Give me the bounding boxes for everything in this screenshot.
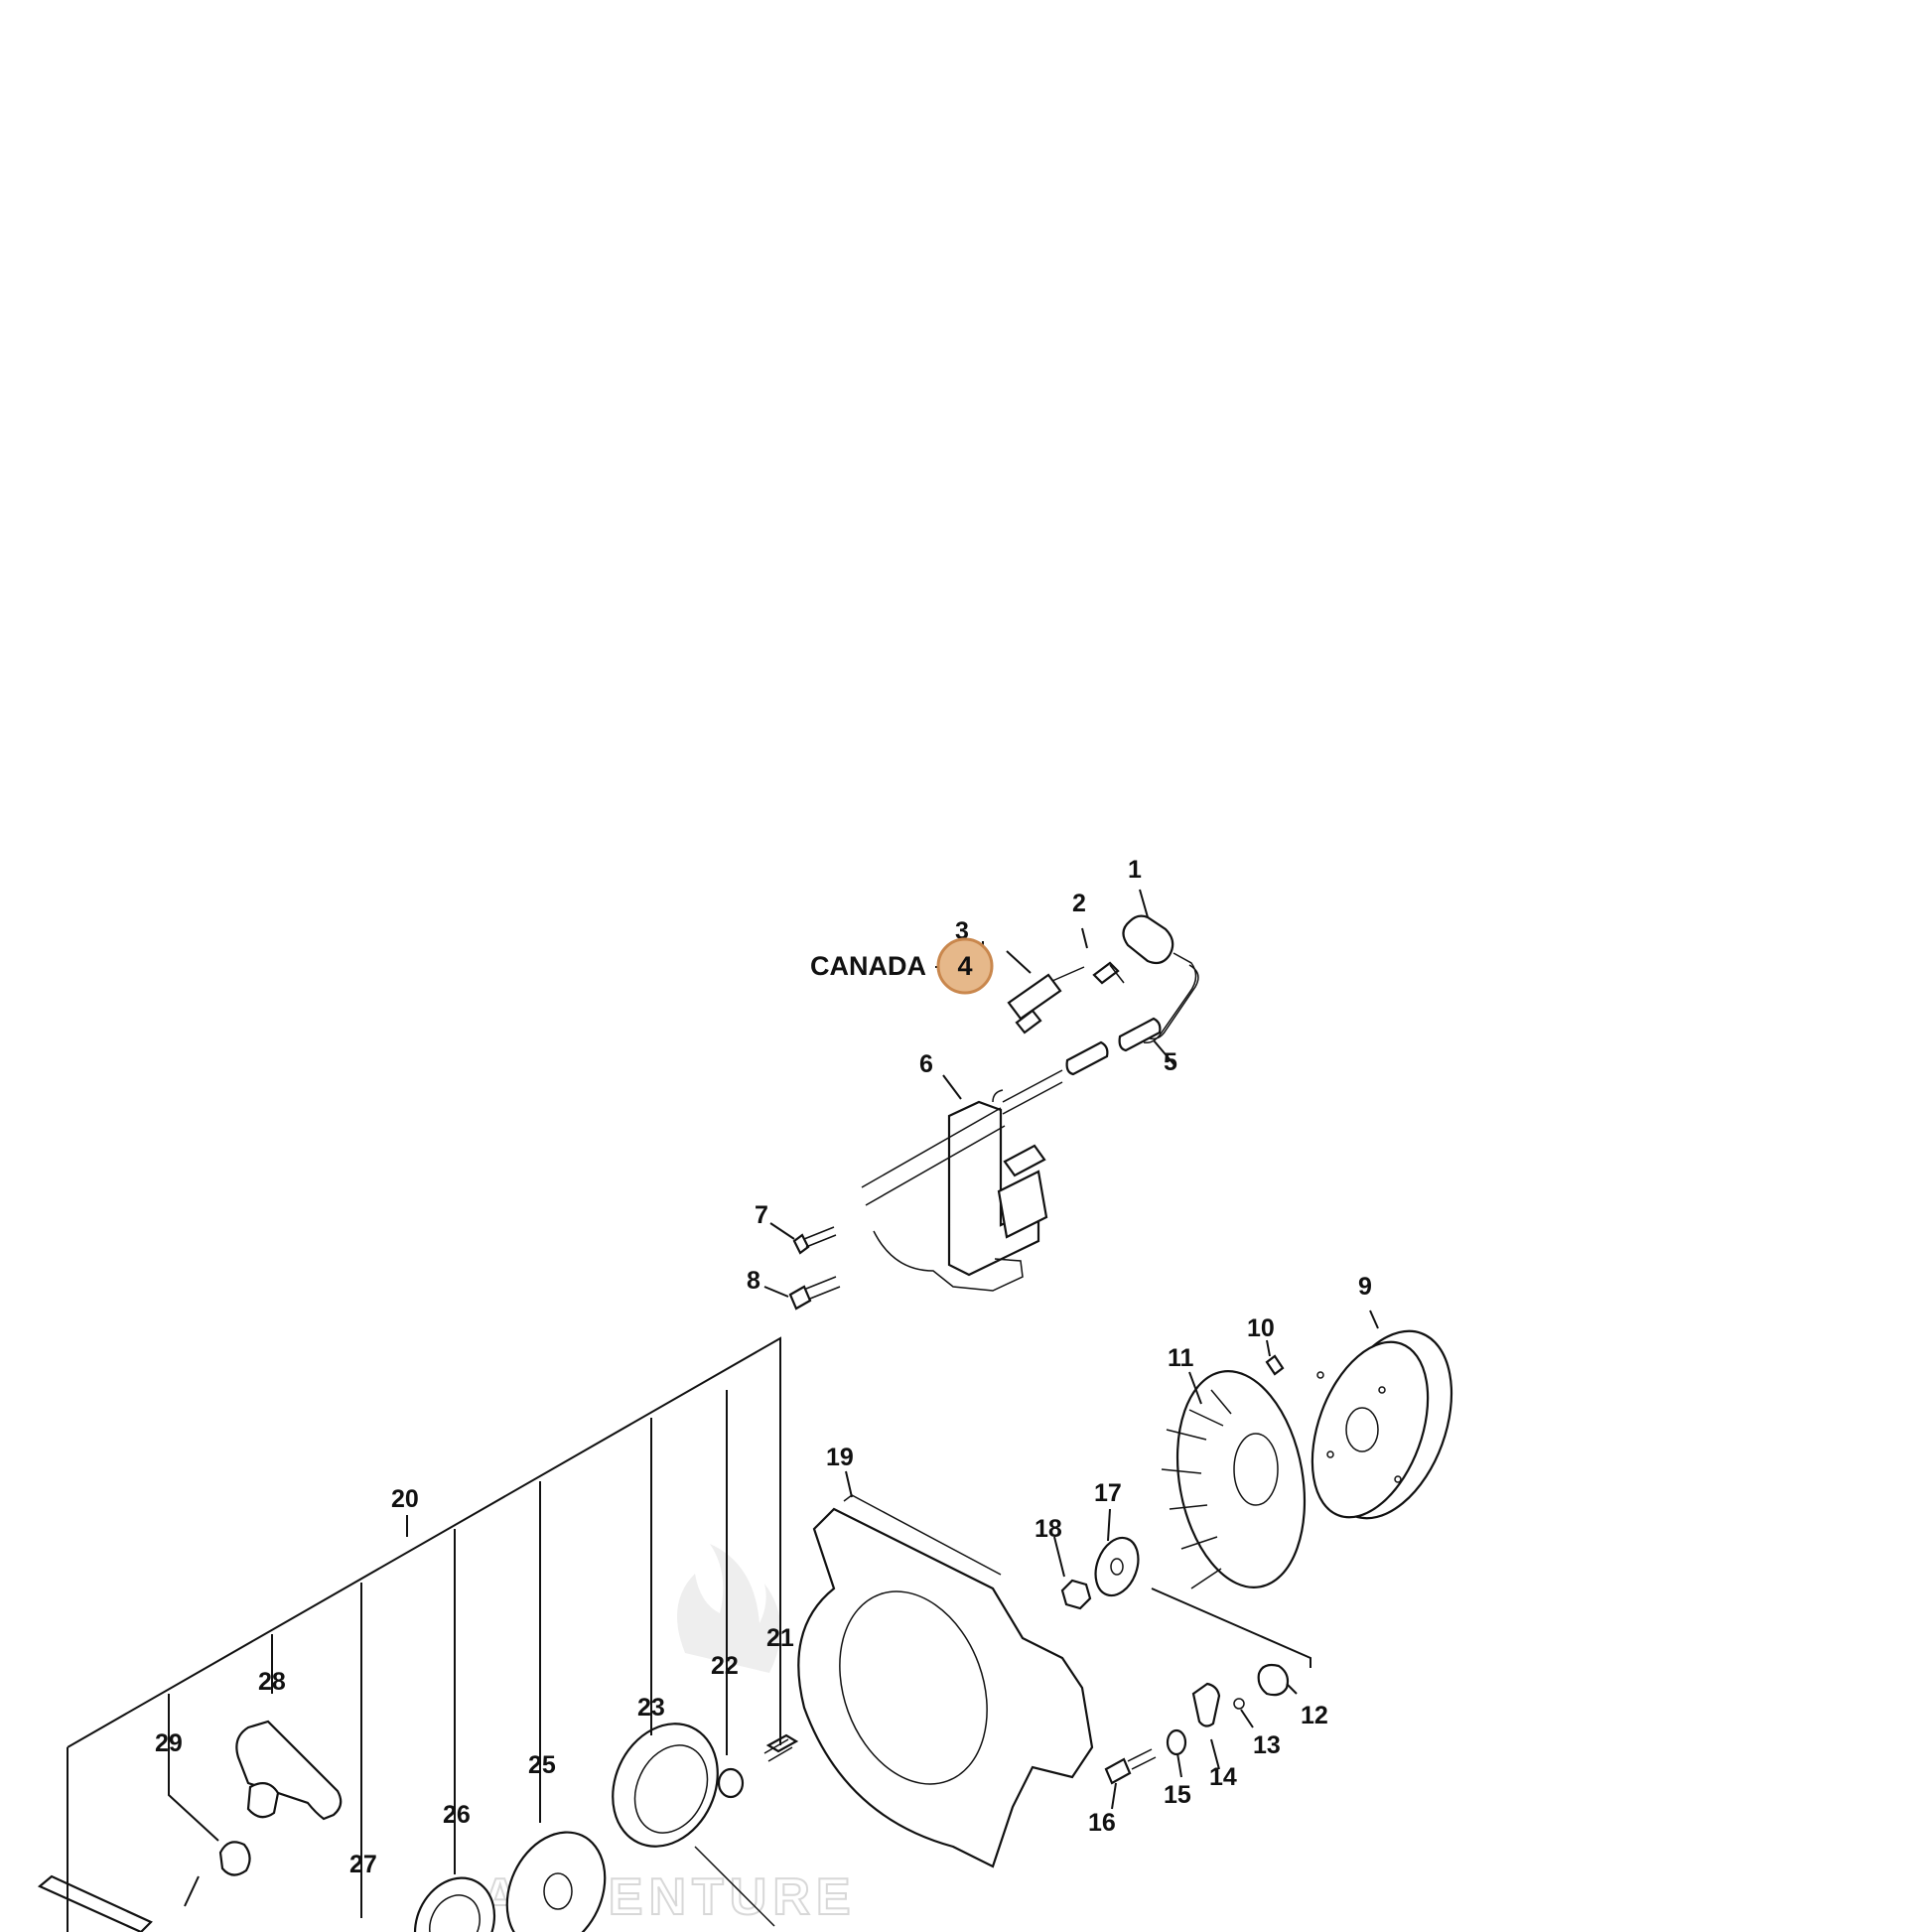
nut-18-part[interactable] <box>1060 1579 1092 1610</box>
fan-housing-19-part[interactable] <box>797 1494 1094 1868</box>
callout-26: 26 <box>443 1801 471 1829</box>
callout-21: 21 <box>766 1624 794 1652</box>
callout-14: 14 <box>1209 1763 1237 1791</box>
washer-17-part[interactable] <box>1088 1532 1146 1601</box>
callout-23: 23 <box>637 1694 665 1722</box>
rubber-element-29-part[interactable] <box>218 1841 251 1876</box>
callout-7: 7 <box>755 1201 768 1229</box>
callout-18: 18 <box>1035 1515 1062 1543</box>
callout-labels: 1 2 3 5 6 7 8 9 10 11 12 13 14 15 16 17 … <box>155 856 1372 1878</box>
washer-15-part[interactable] <box>1166 1728 1187 1756</box>
callout-1: 1 <box>1128 856 1142 884</box>
ignition-lead-hose-part[interactable] <box>1002 1017 1162 1115</box>
washer-25-part[interactable] <box>488 1816 623 1932</box>
highlighted-callout-4[interactable]: 4 <box>936 937 994 995</box>
callout-6: 6 <box>919 1050 933 1078</box>
screw-8-part[interactable] <box>788 1276 841 1311</box>
starter-cover-part[interactable] <box>37 1874 153 1932</box>
spark-plug-boot-part[interactable] <box>1122 914 1199 1044</box>
callout-12: 12 <box>1301 1702 1328 1729</box>
callout-8: 8 <box>747 1267 760 1295</box>
callout-27: 27 <box>349 1851 377 1878</box>
ignition-module-part[interactable] <box>861 1089 1048 1292</box>
callout-28: 28 <box>258 1668 286 1696</box>
region-note-text: CANADA <box>810 951 926 981</box>
callout-16: 16 <box>1088 1809 1116 1837</box>
rewind-spring-26-part[interactable] <box>400 1864 508 1932</box>
callout-9: 9 <box>1358 1273 1372 1301</box>
callout-11: 11 <box>1168 1344 1194 1372</box>
callout-29: 29 <box>155 1729 183 1757</box>
callout-22: 22 <box>711 1652 739 1680</box>
callout-10: 10 <box>1247 1314 1275 1342</box>
key-10-part[interactable] <box>1265 1354 1285 1376</box>
spring-13-part[interactable] <box>1233 1698 1245 1710</box>
starter-grip-28-part[interactable] <box>235 1720 343 1821</box>
spring-clip-part[interactable] <box>1092 961 1125 985</box>
fan-wheel-11-part[interactable] <box>1161 1361 1320 1597</box>
callout-13: 13 <box>1253 1731 1281 1759</box>
callout-15: 15 <box>1164 1781 1191 1809</box>
pawl-14-part[interactable] <box>1191 1682 1221 1727</box>
callout-19: 19 <box>826 1444 854 1471</box>
callout-17: 17 <box>1094 1479 1122 1507</box>
screw-16-part[interactable] <box>1104 1748 1157 1785</box>
rope-rotor-23-part[interactable] <box>594 1707 775 1927</box>
region-note: CANADA <box>810 951 943 981</box>
callout-20: 20 <box>391 1485 419 1513</box>
washer-22-part[interactable] <box>717 1767 745 1799</box>
callout-2: 2 <box>1072 890 1086 917</box>
flywheel-9-part[interactable] <box>1291 1313 1475 1536</box>
nut-12-part[interactable] <box>1257 1663 1290 1697</box>
callout-25: 25 <box>528 1751 556 1779</box>
screw-7-part[interactable] <box>792 1226 837 1255</box>
callout-5: 5 <box>1164 1048 1177 1076</box>
spark-plug-part[interactable] <box>1007 966 1085 1035</box>
